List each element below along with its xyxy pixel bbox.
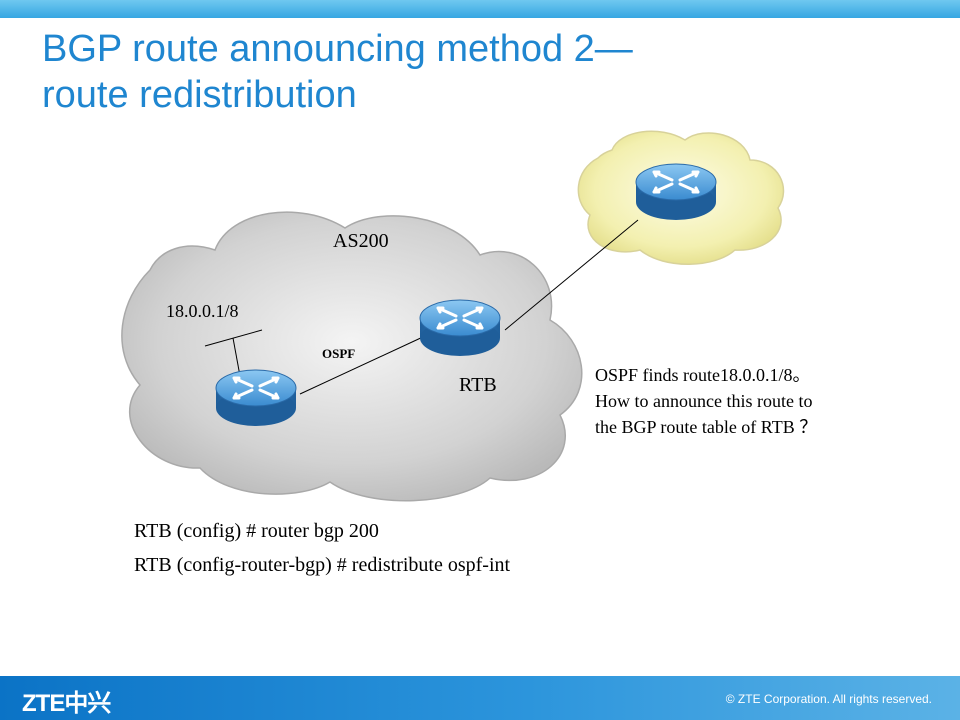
question-line-2: How to announce this route to [595, 391, 813, 411]
title-line-2: route redistribution [42, 74, 357, 116]
top-banner [0, 0, 960, 18]
footer-bar [0, 676, 960, 720]
command-line-2: RTB (config-router-bgp) # redistribute o… [134, 554, 511, 576]
question-line-3: the BGP route table of RTB ？ [595, 417, 818, 437]
title-line-1: BGP route announcing method 2— [42, 28, 633, 70]
as-label: AS200 [333, 230, 389, 252]
slide-title: BGP route announcing method 2— route red… [42, 26, 922, 118]
network-stub-line [232, 337, 241, 377]
network-label: 18.0.0.1/8 [166, 301, 239, 321]
router-icon [215, 369, 297, 426]
network-segment-line [204, 329, 263, 347]
ospf-link [299, 335, 426, 395]
router-label-rtb: RTB [459, 374, 497, 396]
question-line-1: OSPF finds route18.0.0.1/8。 [595, 365, 811, 385]
command-line-1: RTB (config) # router bgp 200 [134, 520, 379, 542]
copyright-text: © ZTE Corporation. All rights reserved. [725, 692, 932, 706]
router-icon [419, 299, 501, 356]
question-text: OSPF finds route18.0.0.1/8。 How to annou… [595, 362, 817, 440]
ospf-label: OSPF [322, 346, 355, 361]
router-icon [635, 163, 717, 220]
bgp-link [504, 219, 639, 331]
zte-logo: ZTE中兴 [22, 690, 111, 717]
as200-cloud [121, 211, 583, 502]
